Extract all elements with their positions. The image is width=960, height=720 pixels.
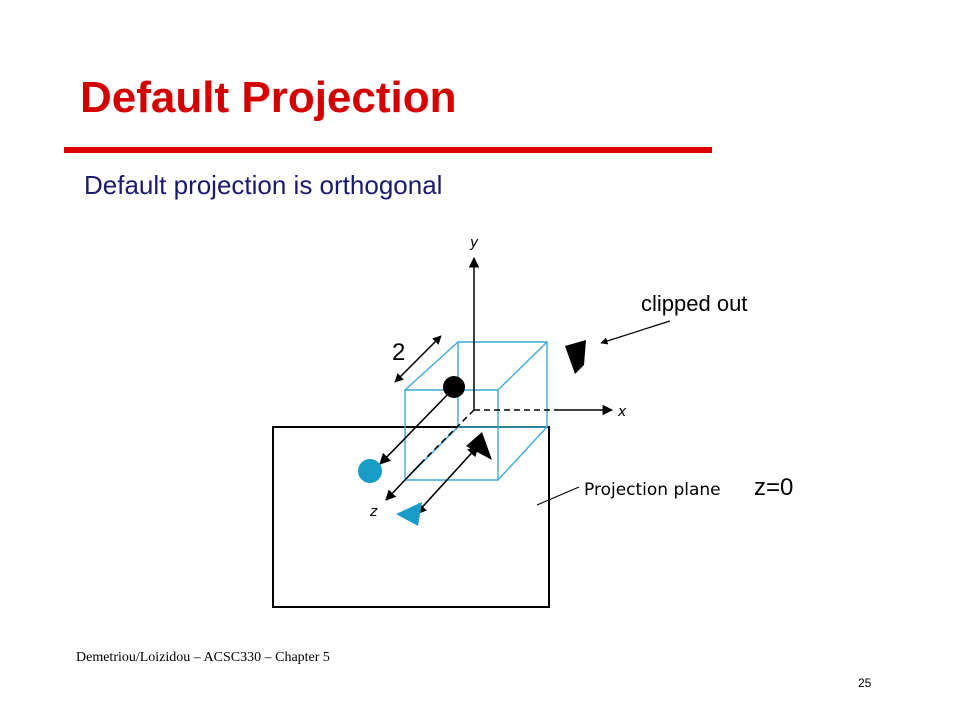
x-axis-label: x <box>617 404 627 420</box>
dimension-label: 2 <box>392 339 405 366</box>
slide-title: Default Projection <box>80 73 457 122</box>
z-axis-label: z <box>369 504 378 520</box>
projected-triangle <box>396 502 422 526</box>
projection-plane-label: Projection plane <box>584 480 721 500</box>
coordinate-axes <box>385 256 614 501</box>
dimension-arrow <box>394 335 442 383</box>
clipped-object <box>565 340 586 374</box>
ball-object <box>443 376 465 398</box>
triangle-projection-line <box>415 445 479 515</box>
plane-equation-label: z=0 <box>754 474 793 501</box>
view-volume-cube <box>404 341 548 481</box>
projected-ball <box>358 459 382 483</box>
y-axis-label: y <box>469 235 479 251</box>
projection-plane <box>272 426 550 608</box>
ball-projection-line <box>379 389 453 465</box>
z-axis <box>385 461 423 501</box>
z-axis-dashed <box>421 409 475 463</box>
page-number: 25 <box>858 676 872 690</box>
plane-label-leader <box>536 486 580 506</box>
slide-subtitle: Default projection is orthogonal <box>84 170 443 200</box>
slide-footer: Demetriou/Loizidou – ACSC330 – Chapter 5 <box>76 650 330 665</box>
clipped-pointer-arrow <box>600 320 671 345</box>
title-divider <box>64 147 712 153</box>
clipped-out-label: clipped out <box>641 291 747 316</box>
triangle-object <box>466 432 492 460</box>
